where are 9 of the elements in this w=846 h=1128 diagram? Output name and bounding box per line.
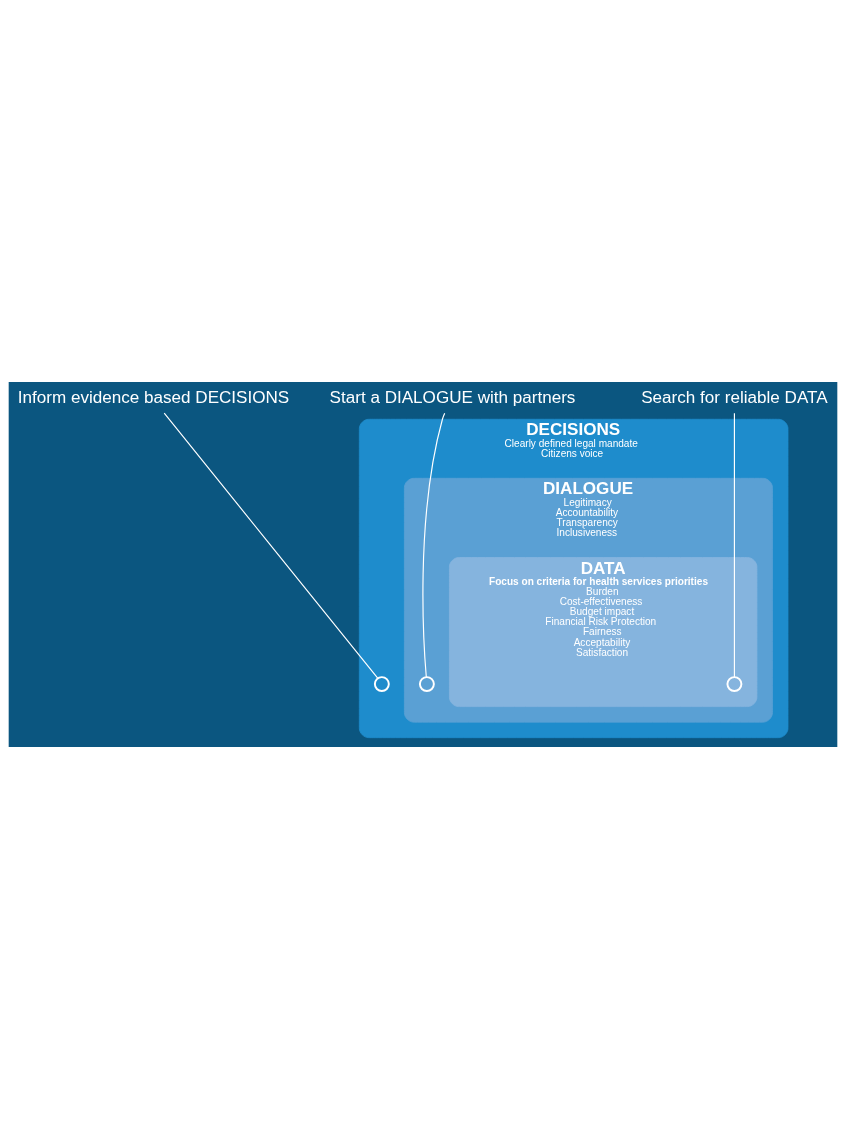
node-text: Inform evidence based DECISIONS xyxy=(17,387,290,407)
node-circle xyxy=(726,675,743,692)
node-circle xyxy=(373,675,390,692)
connector xyxy=(163,412,379,679)
node-circle xyxy=(418,675,435,692)
node-text: Search for reliable DATA xyxy=(641,387,828,407)
connector xyxy=(733,412,735,678)
node-text: Start a DIALOGUE with partners xyxy=(329,387,576,407)
cluster: DATA Focus on criteria for health services priorities Burden Cost-effectiveness Budget impact Financial Risk Protection Fairness Acceptability Satisfaction xyxy=(449,556,758,707)
